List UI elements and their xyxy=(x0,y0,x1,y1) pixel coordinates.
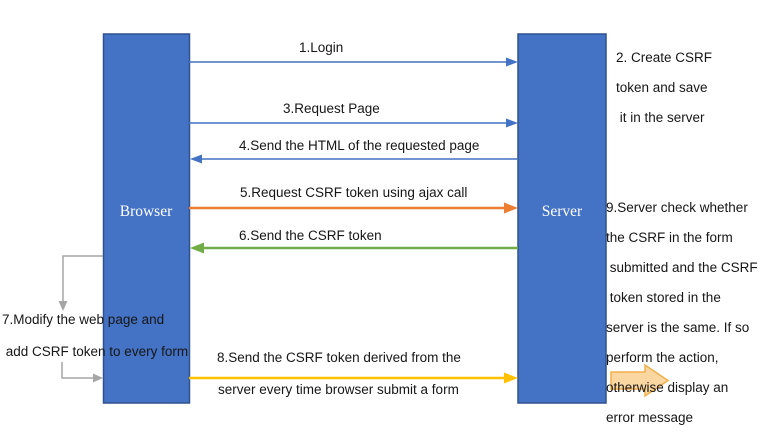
note-line: token stored in the xyxy=(606,290,721,305)
message-arrow-3-request-page xyxy=(189,118,518,128)
note-line: 7.Modify the web page and xyxy=(2,312,165,327)
self-loop-arrow-top xyxy=(58,255,103,311)
note-7-modify-page: 7.Modify the web page and add CSRF token… xyxy=(2,304,188,368)
message-label-4: 4.Send the HTML of the requested page xyxy=(239,138,480,153)
browser-lifeline-box xyxy=(102,33,191,404)
arrowhead-right-icon xyxy=(504,372,518,384)
arrowhead-right-icon xyxy=(506,118,518,128)
block-arrow-right-icon xyxy=(610,363,670,398)
note-2-create-csrf: 2. Create CSRF token and save it in the … xyxy=(616,43,712,133)
note-line: add CSRF token to every form xyxy=(2,344,189,359)
browser-actor-label: Browser xyxy=(119,203,173,220)
message-arrow-5-request-csrf xyxy=(189,202,518,214)
server-actor-label: Server xyxy=(541,203,583,220)
message-arrow-4-send-html xyxy=(190,154,518,164)
server-lifeline-box xyxy=(517,33,607,404)
self-loop-line xyxy=(61,362,95,379)
self-loop-arrow-bottom xyxy=(61,362,103,383)
self-loop-line xyxy=(62,255,103,302)
arrowhead-right-icon xyxy=(504,202,518,214)
note-line: error message xyxy=(606,410,694,425)
arrowhead-left-icon xyxy=(190,154,202,164)
message-arrow-8-submit-form xyxy=(189,372,518,384)
note-9-server-check: 9.Server check whether the CSRF in the f… xyxy=(606,193,758,433)
note-line: the CSRF in the form xyxy=(606,230,733,245)
message-arrow-1-login xyxy=(189,57,518,67)
arrowhead-right-icon xyxy=(506,57,518,67)
arrowhead-down-icon xyxy=(58,301,68,311)
note-line: submitted and the CSRF xyxy=(606,260,758,275)
message-arrow-6-send-csrf xyxy=(190,242,518,254)
message-label-3: 3.Request Page xyxy=(283,101,380,116)
note-line: perform the action, xyxy=(606,350,719,365)
arrowhead-right-icon xyxy=(93,373,103,383)
note-line: server is the same. If so xyxy=(606,320,750,335)
message-label-8-line1: 8.Send the CSRF token derived from the xyxy=(217,350,461,365)
message-label-1: 1.Login xyxy=(299,40,344,55)
note-line: 9.Server check whether xyxy=(606,200,748,215)
message-label-8-line2: server every time browser submit a form xyxy=(218,382,459,397)
arrowhead-left-icon xyxy=(190,242,204,254)
note-line: token and save xyxy=(616,80,708,95)
message-label-6: 6.Send the CSRF token xyxy=(239,228,382,243)
message-label-5: 5.Request CSRF token using ajax call xyxy=(240,185,468,200)
note-line: 2. Create CSRF xyxy=(616,50,713,65)
note-line: it in the server xyxy=(616,110,705,125)
note-line: otherwise display an xyxy=(606,380,729,395)
